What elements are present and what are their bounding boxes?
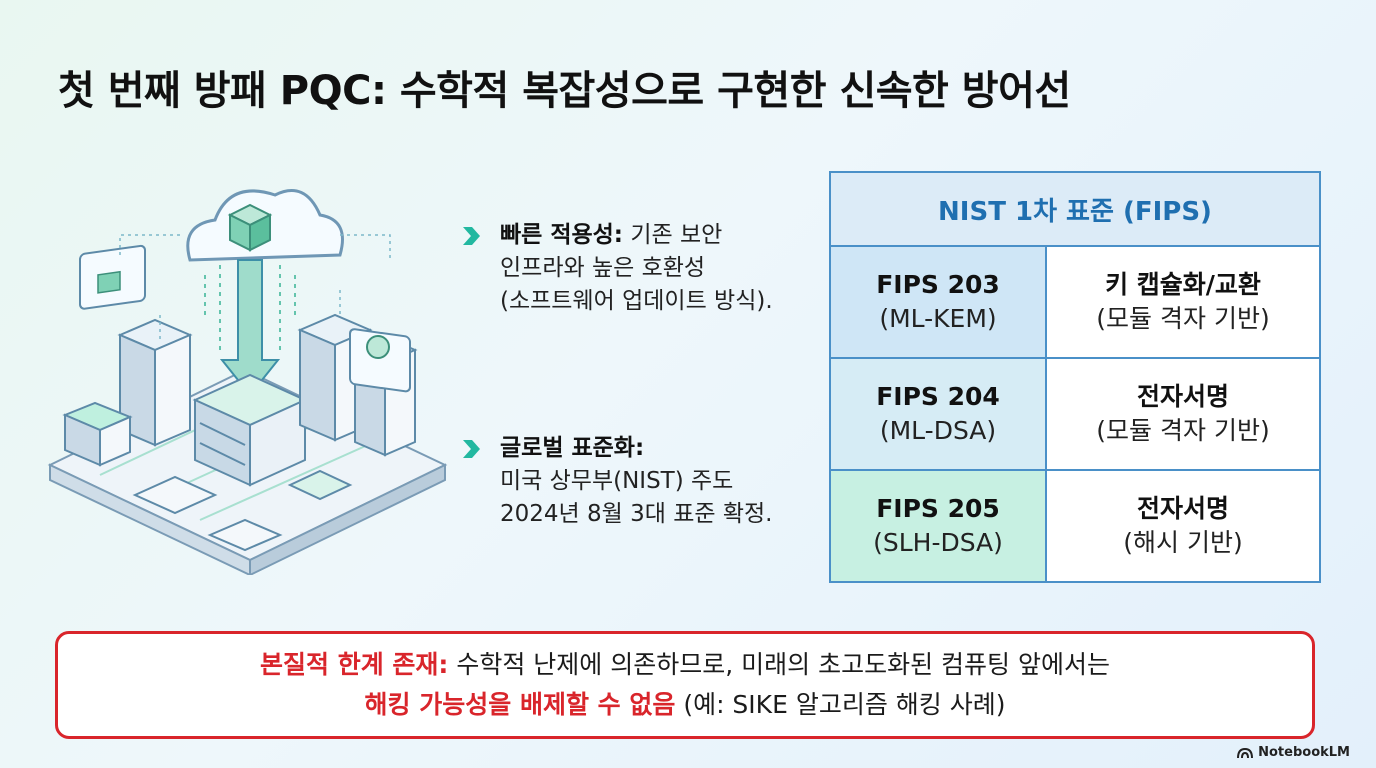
bullet-heading: 글로벌 표준화: [500,435,645,461]
arrow-down-icon [219,259,281,397]
notebooklm-logo-icon [1237,747,1254,758]
warning-example: (예: SIKE 알고리즘 해킹 사례) [683,690,1006,719]
chevron-right-icon [463,440,480,458]
app-window-left [79,244,146,310]
network-device [132,469,353,552]
fips-id: FIPS 204 [876,382,1000,411]
package-icon [227,203,273,252]
gear-icon [349,328,411,393]
bullet-text: 미국 상무부(NIST) 주도 [500,468,734,494]
bullet-fast-adoption: 빠른 적용성: 기존 보안 인프라와 높은 호환성 (소프트웨어 업데이트 방식… [460,219,820,318]
algorithm-name: (SLH-DSA) [873,528,1003,557]
fips-id: FIPS 203 [876,270,1000,299]
use-case: 전자서명 [1136,382,1229,411]
bullet-heading: 빠른 적용성: [500,222,624,248]
use-case: 키 캡슐화/교환 [1105,270,1261,299]
use-case: 전자서명 [1136,494,1229,523]
bullet-text: 2024년 8월 3대 표준 확정. [500,501,773,527]
limitation-warning-box: 본질적 한계 존재: 수학적 난제에 의존하므로, 미래의 초고도화된 컴퓨팅 … [55,631,1315,739]
warning-text: 수학적 난제에 의존하므로, 미래의 초고도화된 컴퓨팅 앞에서는 [456,650,1110,679]
cloud-server-illustration [47,189,448,575]
table-header: NIST 1차 표준 (FIPS) [831,173,1319,247]
fips-id: FIPS 205 [876,494,1000,523]
brand-watermark: NotebookLM [1237,745,1350,760]
basis: (모듈 격자 기반) [1096,304,1270,333]
basis: (해시 기반) [1123,528,1243,557]
chevron-right-icon [463,227,480,245]
warning-label: 본질적 한계 존재: [260,650,449,679]
algorithm-name: (ML-DSA) [879,416,997,445]
page-title: 첫 번째 방패 PQC: 수학적 복잡성으로 구현한 신속한 방어선 [58,68,1071,114]
algorithm-name: (ML-KEM) [879,304,997,333]
server-stack-left [62,401,133,467]
bullet-global-standard: 글로벌 표준화: 미국 상무부(NIST) 주도 2024년 8월 3대 표준 … [460,432,820,531]
warning-emphasis: 해킹 가능성을 배제할 수 없음 [364,690,676,719]
basis: (모듈 격자 기반) [1096,416,1270,445]
brand-name: NotebookLM [1258,745,1350,760]
table-row: FIPS 203 (ML-KEM) 키 캡슐화/교환 (모듈 격자 기반) [831,247,1319,359]
table-row: FIPS 205 (SLH-DSA) 전자서명 (해시 기반) [831,471,1319,581]
server-icon [192,373,308,487]
table-row: FIPS 204 (ML-DSA) 전자서명 (모듈 격자 기반) [831,359,1319,471]
nist-standards-table: NIST 1차 표준 (FIPS) FIPS 203 (ML-KEM) 키 캡슐… [829,171,1321,583]
bullet-text: 인프라와 높은 호환성 [500,255,706,281]
bullet-text: (소프트웨어 업데이트 방식). [500,288,773,314]
bullet-text: 기존 보안 [630,222,723,248]
